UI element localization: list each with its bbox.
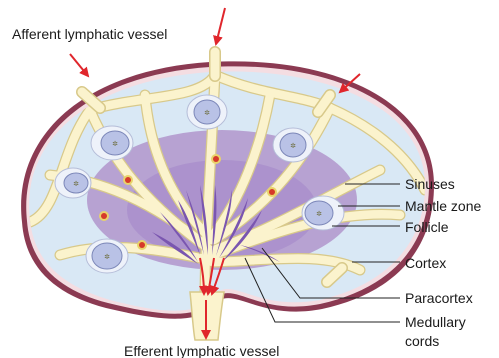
- red-dot: [123, 175, 133, 185]
- label-sinuses: Sinuses: [405, 176, 455, 192]
- red-dot: [99, 211, 109, 221]
- label-cortex: Cortex: [405, 255, 446, 271]
- follicle: ✲: [91, 126, 133, 160]
- arrow-afferent-top: [216, 8, 225, 44]
- label-medullary-cords-line2: cords: [405, 333, 439, 349]
- follicle: ✲: [55, 168, 91, 198]
- svg-text:✲: ✲: [316, 210, 322, 218]
- follicle: ✲: [187, 95, 227, 129]
- red-dot: [211, 154, 221, 164]
- svg-text:✲: ✲: [290, 142, 296, 150]
- label-follicle: Follicle: [405, 219, 449, 235]
- label-paracortex: Paracortex: [405, 290, 473, 306]
- svg-text:✲: ✲: [112, 140, 118, 148]
- red-dot: [267, 187, 277, 197]
- label-mantle-zone: Mantle zone: [405, 198, 481, 214]
- svg-text:✲: ✲: [73, 180, 79, 188]
- red-dot: [137, 240, 147, 250]
- follicle: ✲: [86, 239, 128, 273]
- label-medullary-cords-line1: Medullary: [405, 314, 466, 330]
- follicle: ✲: [273, 128, 313, 162]
- arrow-afferent-left: [70, 54, 88, 76]
- svg-text:✲: ✲: [204, 109, 210, 117]
- label-afferent-lymphatic-vessel: Afferent lymphatic vessel: [12, 26, 167, 42]
- label-efferent-lymphatic-vessel: Efferent lymphatic vessel: [124, 343, 279, 358]
- svg-text:✲: ✲: [104, 253, 110, 261]
- follicle: ✲: [302, 196, 344, 230]
